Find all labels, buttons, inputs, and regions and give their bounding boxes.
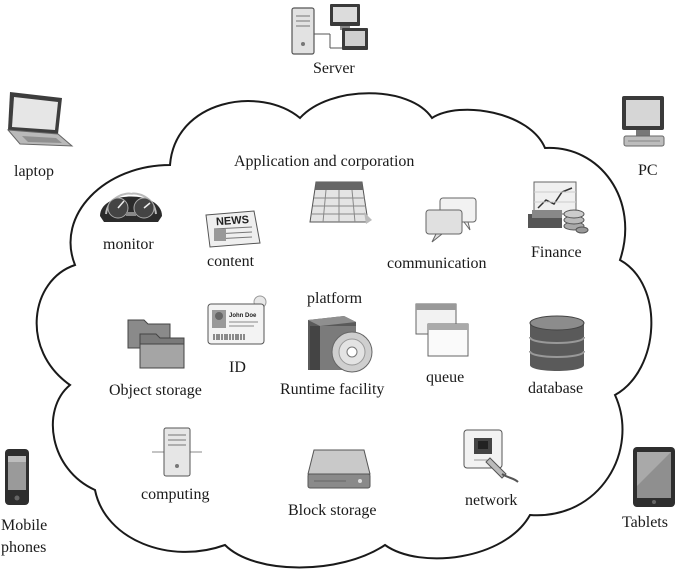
computer-tower-icon	[150, 426, 204, 478]
mobile-phones-label-line2: phones	[1, 539, 47, 556]
pc-icon	[618, 94, 670, 150]
database-icon	[528, 315, 586, 375]
id-card-name: John Doe	[229, 313, 257, 319]
queue-windows-icon	[414, 302, 472, 360]
newspaper-masthead: NEWS	[216, 214, 250, 228]
calendar-icon	[306, 178, 372, 228]
monitor-label: monitor	[103, 236, 154, 253]
mobile-phone-icon	[4, 448, 30, 506]
network-jack-icon	[462, 428, 520, 484]
software-box-icon	[304, 312, 376, 374]
tablets-label: Tablets	[622, 514, 668, 531]
database-label: database	[528, 380, 584, 397]
platform-label: platform	[307, 290, 363, 307]
server-label: Server	[313, 60, 355, 77]
laptop-icon	[0, 88, 76, 150]
newspaper-icon: NEWS	[204, 209, 262, 249]
finance-label: Finance	[531, 244, 582, 261]
finance-chart-icon	[526, 180, 589, 236]
tablet-icon	[632, 446, 676, 508]
computing-label: computing	[141, 486, 210, 503]
queue-label: queue	[426, 369, 465, 386]
dashboard-gauge-icon	[96, 176, 166, 224]
network-label: network	[465, 492, 518, 509]
chat-bubbles-icon	[424, 196, 480, 246]
content-label: content	[207, 253, 255, 270]
pc-label: PC	[638, 162, 658, 179]
object-storage-label: Object storage	[109, 382, 202, 399]
laptop-label: laptop	[14, 163, 54, 180]
application-header: Application and corporation	[234, 153, 415, 170]
communication-label: communication	[387, 255, 487, 272]
id-label: ID	[229, 359, 246, 376]
id-card-icon: John Doe	[206, 295, 270, 346]
server-icon	[290, 4, 370, 56]
block-storage-label: Block storage	[288, 502, 377, 519]
folder-icon	[126, 314, 188, 370]
hard-drive-icon	[306, 446, 372, 490]
runtime-facility-label: Runtime facility	[280, 381, 385, 398]
mobile-phones-label-line1: Mobile	[1, 517, 48, 534]
